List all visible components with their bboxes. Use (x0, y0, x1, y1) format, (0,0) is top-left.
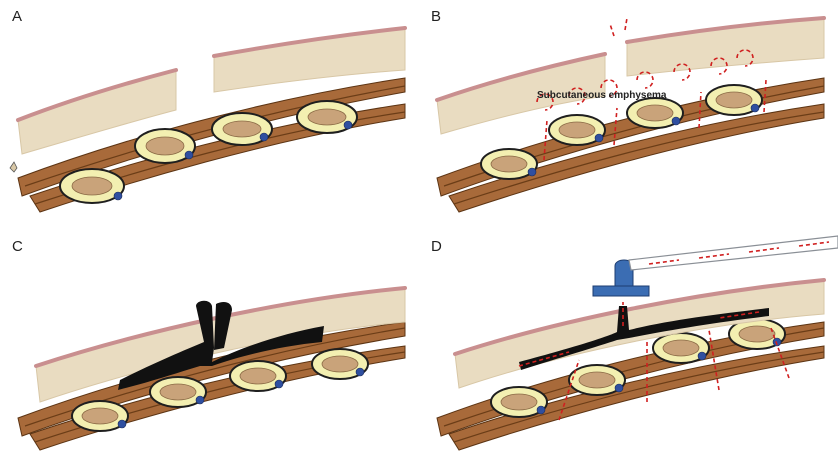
panel-c-illustration (0, 230, 419, 459)
rib (627, 98, 683, 128)
suture-icon (10, 162, 17, 172)
intercostal-vessel (114, 192, 122, 200)
rib (212, 113, 272, 145)
panel-a: A (0, 0, 419, 229)
rib (312, 349, 368, 379)
panel-label: D (431, 238, 442, 255)
rib (150, 377, 206, 407)
rib (135, 129, 195, 163)
rib (481, 149, 537, 179)
rib (653, 333, 709, 363)
intercostal-vessel (344, 121, 352, 129)
rib (60, 169, 124, 203)
drain-tube (629, 236, 838, 270)
rib (549, 115, 605, 145)
panel-d-illustration (419, 230, 838, 459)
panel-b-illustration: Subcutaneous emphysema (419, 0, 838, 229)
panel-label: B (431, 8, 441, 25)
intercostal-vessel (185, 151, 193, 159)
drain-flange (593, 286, 649, 296)
panel-d: D (419, 230, 838, 459)
intercostal-vessel (260, 133, 268, 141)
rib (491, 387, 547, 417)
rib (297, 101, 357, 133)
rib (230, 361, 286, 391)
panel-b: Subcutaneous emphysema B (419, 0, 838, 229)
panel-label: C (12, 238, 23, 255)
panel-label: A (12, 8, 22, 25)
emphysema-label: Subcutaneous emphysema (537, 90, 667, 101)
rib (72, 401, 128, 431)
panel-a-illustration (0, 0, 419, 229)
rib (706, 85, 762, 115)
rib (569, 365, 625, 395)
panel-c: C (0, 230, 419, 459)
